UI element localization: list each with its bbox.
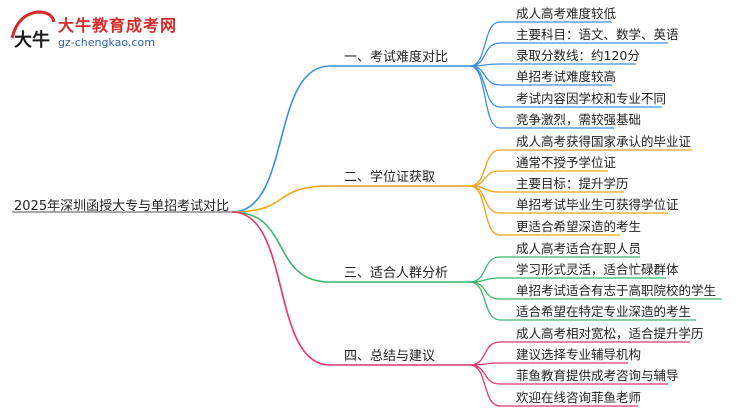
leaf-node: 考试内容因学校和专业不同 [516, 91, 666, 106]
leaf-connector [469, 364, 501, 385]
leaf-node: 学习形式灵活，适合忙碌群体 [516, 262, 679, 277]
branch-connector-3 [231, 211, 331, 283]
branch-connector-2 [231, 185, 331, 213]
leaf-node: 单招考试难度较高 [516, 69, 616, 84]
leaf-connector [469, 277, 501, 283]
leaf-node: 建议选择专业辅导机构 [516, 347, 641, 362]
leaf-node: 更适合希望深造的考生 [516, 219, 641, 234]
leaf-node: 成人高考适合在职人员 [516, 241, 641, 256]
leaf-connector [469, 281, 501, 300]
leaf-node: 成人高考难度较低 [516, 6, 617, 21]
root-node: 2025年深圳函授大专与单招考试对比 [14, 199, 229, 214]
leaf-connector [469, 281, 501, 321]
branch-3-label: 三、适合人群分析 [344, 266, 448, 281]
leaf-node: 录取分数线：约120分 [516, 48, 640, 63]
leaf-connector [469, 65, 501, 108]
leaf-node: 通常不授予学位证 [516, 155, 617, 170]
leaf-connector [469, 65, 501, 86]
branch-1-label: 一、考试难度对比 [344, 49, 448, 65]
logo-mark-icon: 大牛 [10, 10, 56, 51]
leaf-connector [469, 21, 501, 67]
leaf-connector [469, 65, 501, 129]
branch-4-label: 四、总结与建议 [344, 349, 435, 364]
leaf-connector [469, 149, 501, 187]
leaf-connector [469, 42, 501, 67]
branch-2-label: 二、学位证获取 [344, 169, 435, 185]
mindmap-nodes: 一、考试难度对比 成人高考难度较低主要科目：语文、数学、英语录取分数线：约120分… [344, 6, 716, 405]
leaf-node: 主要科目：语文、数学、英语 [516, 27, 679, 42]
leaf-node: 成人高考获得国家承认的毕业证 [516, 134, 692, 149]
leaf-connector [469, 341, 501, 366]
site-logo[interactable]: 大牛 大牛教育成考网 gz-chengkao.com [8, 6, 178, 58]
leaf-connector [469, 185, 501, 236]
leaf-node: 适合希望在特定专业深造的考生 [516, 304, 691, 319]
leaf-node: 菲鱼教育提供成考咨询与辅导 [516, 368, 679, 383]
leaf-node: 欢迎在线咨询菲鱼老师 [516, 390, 641, 405]
leaf-node: 成人高考相对宽松，适合提升学历 [516, 326, 704, 341]
leaf-node: 单招考试适合有志于高职院校的学生 [516, 283, 716, 298]
leaf-connector [469, 364, 501, 407]
logo-mark-text: 大牛 [14, 29, 50, 51]
branch-connector-4 [231, 211, 331, 366]
mindmap-edges [12, 21, 722, 407]
leaf-connector [469, 170, 501, 187]
leaf-node: 竞争激烈，需较强基础 [516, 112, 641, 127]
logo-brand: 大牛教育成考网 [58, 16, 178, 35]
leaf-node: 主要目标：提升学历 [516, 176, 629, 191]
logo-url: gz-chengkao.com [58, 36, 155, 49]
leaf-node: 单招考试毕业生可获得学位证 [516, 197, 679, 212]
branch-connector-1 [231, 65, 331, 213]
